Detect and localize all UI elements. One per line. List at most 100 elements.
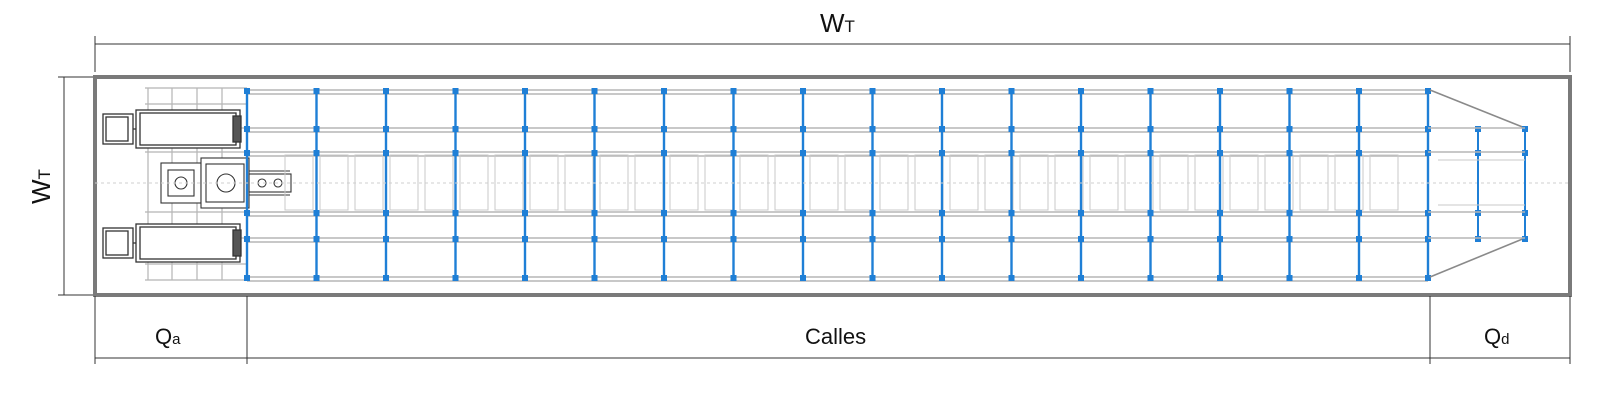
rack-node: [1078, 88, 1084, 94]
rack-node: [800, 88, 806, 94]
rack-node: [522, 236, 528, 242]
rack-node: [1008, 126, 1015, 132]
rack-node: [383, 210, 389, 216]
rack-node: [869, 210, 876, 216]
rack-node: [244, 150, 250, 156]
rack-node: [1147, 88, 1154, 94]
rack-node: [452, 210, 459, 216]
section-middle-label: Calles: [805, 324, 866, 349]
rack-node: [1475, 126, 1481, 132]
rack-node: [1217, 88, 1223, 94]
rack-node: [591, 236, 598, 242]
truck-icon: [102, 109, 242, 149]
rack-node: [1078, 210, 1084, 216]
rack-node: [383, 88, 389, 94]
rack-node: [730, 210, 737, 216]
rack-node: [869, 236, 876, 242]
rack-node: [1286, 88, 1293, 94]
rack-node: [730, 126, 737, 132]
rack-node: [1475, 210, 1481, 216]
rack-node: [800, 236, 806, 242]
rack-node: [1522, 150, 1528, 156]
rack-node: [1522, 126, 1528, 132]
rack-node: [591, 210, 598, 216]
rack-node: [800, 275, 806, 281]
rack-node: [522, 126, 528, 132]
rack-node: [1356, 236, 1362, 242]
rack-node: [1217, 210, 1223, 216]
rack-node: [522, 275, 528, 281]
rack-node: [313, 275, 320, 281]
rack-node: [1008, 150, 1015, 156]
discharge-grid: [1428, 126, 1528, 242]
rack-node: [591, 88, 598, 94]
rack-node: [1078, 126, 1084, 132]
rack-node: [939, 236, 945, 242]
aisle-beams: [247, 89, 1428, 282]
rack-node: [1147, 275, 1154, 281]
rack-node: [244, 210, 250, 216]
rack-node: [244, 236, 250, 242]
overall-height-label: WT: [26, 169, 56, 204]
section-d-label: Qd: [1484, 324, 1509, 349]
rack-node: [1475, 150, 1481, 156]
rack-node: [313, 88, 320, 94]
rack-node: [591, 150, 598, 156]
rack-node: [869, 126, 876, 132]
rack-node: [939, 210, 945, 216]
overall-height-dimension: [58, 76, 95, 296]
rack-node: [661, 88, 667, 94]
rack-node: [1217, 150, 1223, 156]
section-a-label: Qa: [155, 324, 181, 349]
rack-node: [1356, 88, 1362, 94]
rack-node: [800, 210, 806, 216]
rack-node: [244, 275, 250, 281]
rack-node: [730, 236, 737, 242]
rack-node: [591, 126, 598, 132]
rack-node: [244, 88, 250, 94]
rack-node: [661, 126, 667, 132]
rack-node: [522, 210, 528, 216]
rack-node: [1425, 210, 1431, 216]
rack-node: [1147, 210, 1154, 216]
rack-node: [1147, 236, 1154, 242]
rack-node: [1078, 275, 1084, 281]
rack-node: [869, 88, 876, 94]
rack-node: [1078, 236, 1084, 242]
rack-node: [800, 150, 806, 156]
rack-node: [1286, 275, 1293, 281]
rack-node: [730, 275, 737, 281]
rack-node: [1286, 210, 1293, 216]
rack-node: [1522, 236, 1528, 242]
rack-node: [522, 150, 528, 156]
rack-node: [313, 210, 320, 216]
rack-node: [661, 275, 667, 281]
section-dimensions: [94, 296, 1571, 364]
rack-node: [1078, 150, 1084, 156]
rack-node: [1286, 236, 1293, 242]
rack-node: [730, 88, 737, 94]
rack-node: [591, 275, 598, 281]
rack-node: [661, 210, 667, 216]
rack-node: [1008, 210, 1015, 216]
rack-node: [1147, 150, 1154, 156]
rack-node: [313, 150, 320, 156]
rack-node: [1425, 126, 1431, 132]
rack-node: [869, 150, 876, 156]
rack-node: [452, 236, 459, 242]
rack-node: [939, 126, 945, 132]
rack-node: [661, 150, 667, 156]
rack-node: [244, 126, 250, 132]
rack-node: [1425, 236, 1431, 242]
rack-node: [1217, 275, 1223, 281]
rack-node: [383, 126, 389, 132]
rack-node: [1217, 126, 1223, 132]
rack-node: [800, 126, 806, 132]
rack-node: [1286, 126, 1293, 132]
rack-node: [1008, 236, 1015, 242]
rack-node: [939, 88, 945, 94]
rack-node: [1425, 88, 1431, 94]
rack-node: [1425, 150, 1431, 156]
rack-node: [383, 275, 389, 281]
